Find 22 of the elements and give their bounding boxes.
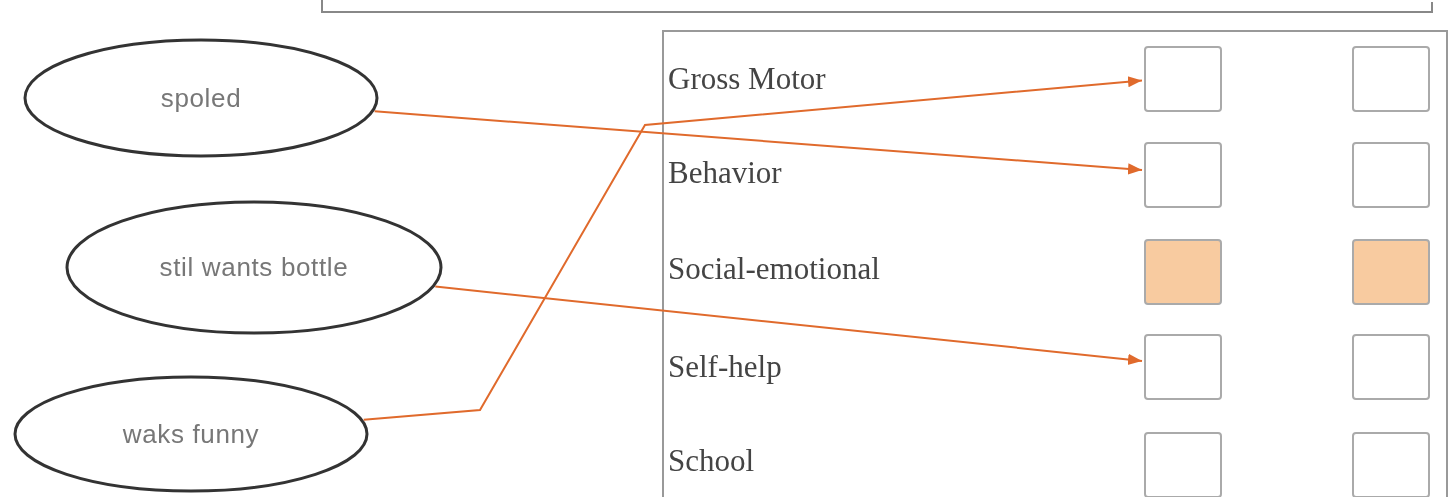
checkbox	[1352, 46, 1430, 112]
checkbox	[1352, 334, 1430, 400]
row-label: Self-help	[668, 351, 782, 382]
row-label: Social-emotional	[668, 253, 880, 284]
checkbox	[1144, 46, 1222, 112]
node-text: waks funny	[122, 417, 260, 451]
checkbox	[1352, 432, 1430, 497]
shaded-checkbox	[1352, 239, 1430, 305]
node-text: spoled	[160, 81, 242, 115]
arrow	[362, 76, 1143, 421]
shaded-checkbox	[1144, 239, 1222, 305]
checkbox	[1144, 142, 1222, 208]
panel	[662, 30, 1448, 497]
checkbox	[1144, 432, 1222, 497]
checkbox	[1352, 142, 1430, 208]
checkbox	[1144, 334, 1222, 400]
row-label: Behavior	[668, 157, 782, 188]
node-text: stil wants bottle	[159, 251, 349, 284]
row-label: School	[668, 445, 755, 476]
arrow	[373, 110, 1143, 175]
row-label: Gross Motor	[668, 63, 826, 94]
arrow	[434, 285, 1143, 365]
